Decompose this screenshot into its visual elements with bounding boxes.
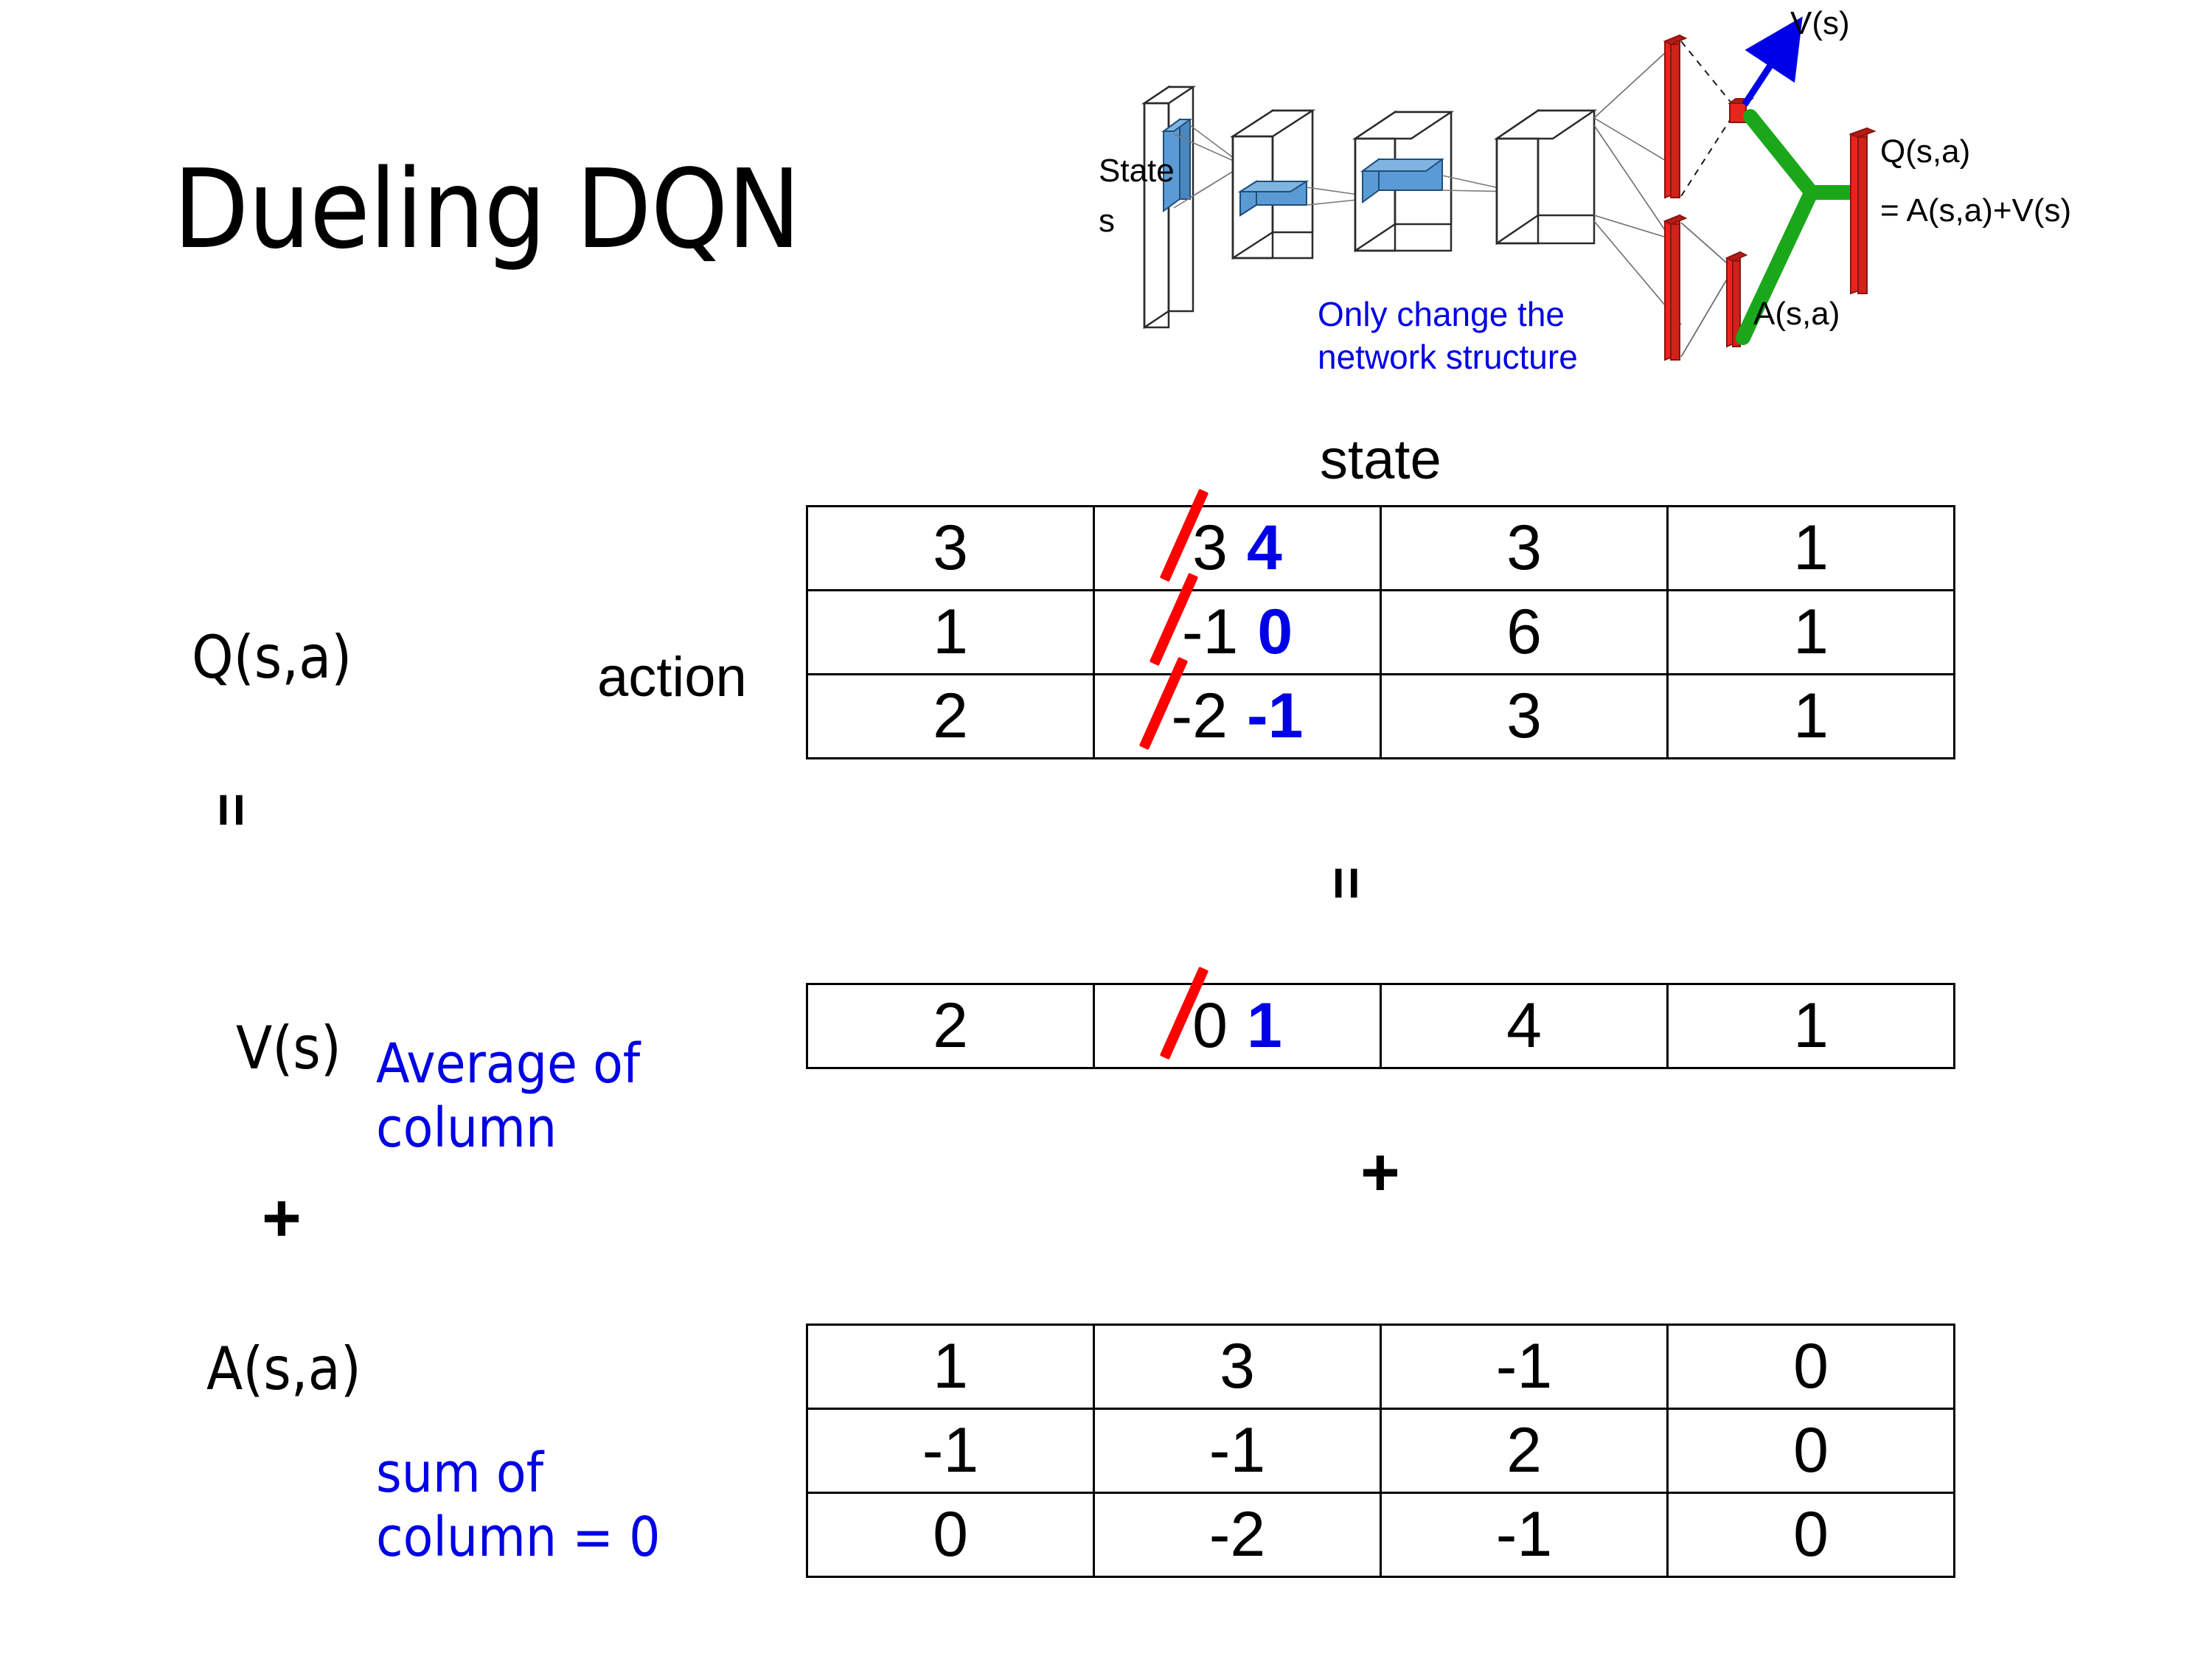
table-cell: -1 — [1380, 1492, 1669, 1578]
plus-operator-left: + — [262, 1180, 302, 1256]
table-cell: 1 — [1666, 589, 1955, 675]
corrected-new-value: 1 — [1247, 990, 1282, 1061]
svg-text:= A(s,a)+V(s): = A(s,a)+V(s) — [1880, 192, 2071, 229]
v-function-label: V(s) — [236, 1014, 341, 1082]
struck-old-value: -1 — [1149, 572, 1238, 669]
svg-text:State: State — [1099, 153, 1175, 189]
table-cell: -2 -1 — [1093, 656, 1382, 759]
table-cell: 1 — [806, 589, 1095, 675]
struck-old-value: -2 — [1138, 656, 1228, 753]
corrected-new-value: 0 — [1257, 597, 1293, 667]
plus-operator-center: + — [1360, 1135, 1400, 1210]
table-cell: 1 — [1666, 505, 1955, 591]
corrected-new-value: 4 — [1247, 512, 1282, 583]
svg-text:s: s — [1099, 203, 1115, 239]
strikethrough-mark-icon — [1159, 488, 1209, 582]
corrected-new-value: -1 — [1247, 681, 1304, 751]
dueling-network-diagram: V(s) Q(s,a) = A(s,a)+V(s) A(s,a) State s — [1099, 7, 2197, 406]
state-axis-label: state — [1320, 428, 1441, 491]
table-cell: 3 — [1380, 673, 1669, 759]
table-cell: -1 0 — [1093, 572, 1382, 675]
table-cell: 4 — [1380, 983, 1669, 1069]
q-function-label: Q(s,a) — [192, 623, 352, 692]
table-cell: -1 — [1093, 1408, 1382, 1494]
diagram-note: Only change the network structure — [1318, 295, 1578, 376]
table-cell: -1 — [806, 1408, 1095, 1494]
svg-text:Q(s,a): Q(s,a) — [1880, 133, 1970, 170]
table-cell: 0 — [1666, 1492, 1955, 1578]
equals-operator-center: = — [1315, 866, 1380, 900]
table-cell: 1 — [1666, 673, 1955, 759]
strikethrough-mark-icon — [1159, 966, 1209, 1060]
table-cell: 2 — [806, 983, 1095, 1069]
table-cell: 6 — [1380, 589, 1669, 675]
page-title: Dueling DQN — [173, 146, 801, 273]
table-cell: -1 — [1380, 1324, 1669, 1410]
table-cell: 3 — [806, 505, 1095, 591]
struck-old-value: 0 — [1159, 966, 1228, 1062]
a-function-label: A(s,a) — [206, 1335, 361, 1403]
table-cell: -2 — [1093, 1492, 1382, 1578]
table-cell: 0 — [806, 1492, 1095, 1578]
struck-old-value: 3 — [1159, 488, 1228, 585]
table-cell: 2 — [806, 673, 1095, 759]
table-cell: 1 — [1666, 983, 1955, 1069]
table-cell: 0 — [1666, 1408, 1955, 1494]
equals-operator-left: = — [199, 793, 265, 827]
table-cell: 0 — [1666, 1324, 1955, 1410]
table-cell: 2 — [1380, 1408, 1669, 1494]
svg-text:A(s,a): A(s,a) — [1753, 296, 1840, 332]
svg-text:V(s): V(s) — [1790, 7, 1850, 41]
table-cell: 3 — [1093, 1324, 1382, 1410]
sum-of-column-note: sum of column = 0 — [376, 1441, 661, 1570]
action-axis-label: action — [597, 646, 747, 709]
table-cell: 3 — [1380, 505, 1669, 591]
average-of-column-note: Average of column — [376, 1032, 641, 1161]
table-cell: 1 — [806, 1324, 1095, 1410]
